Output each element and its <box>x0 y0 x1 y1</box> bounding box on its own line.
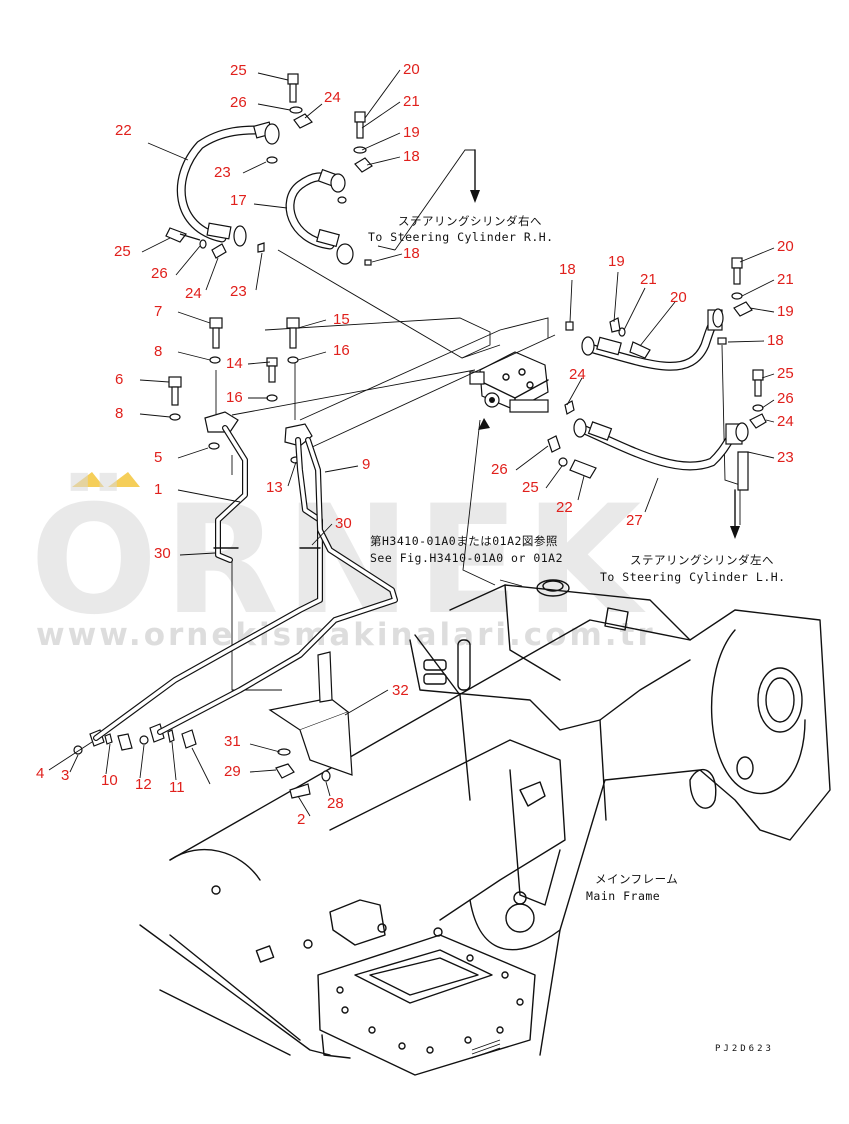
drawing-code: PJ2D623 <box>715 1044 774 1054</box>
callout-26: 26 <box>230 94 247 111</box>
callout-22: 22 <box>115 122 132 139</box>
callout-25: 25 <box>114 243 131 260</box>
callout-8: 8 <box>115 405 123 422</box>
callout-23: 23 <box>230 283 247 300</box>
callout-23: 23 <box>777 449 794 466</box>
callout-23: 23 <box>214 164 231 181</box>
callout-26: 26 <box>151 265 168 282</box>
callout-16: 16 <box>333 342 350 359</box>
callout-23: 24 <box>569 366 586 383</box>
callout-2: 4 <box>36 765 44 782</box>
callout-24: 24 <box>324 89 341 106</box>
callout-19: 19 <box>777 303 794 320</box>
note-main-frame-en: Main Frame <box>586 889 660 903</box>
note-to-rh-jp: ステアリングシリンダ右へ <box>398 214 542 228</box>
note-see-fig-en: See Fig.H3410-01A0 or 01A2 <box>370 551 563 565</box>
callout-28: 2 <box>297 811 305 828</box>
callout-8: 8 <box>154 343 162 360</box>
note-to-lh-en: To Steering Cylinder L.H. <box>600 570 786 584</box>
callout-20: 20 <box>670 289 687 306</box>
callout-29: 28 <box>327 795 344 812</box>
callout-24: 24 <box>777 413 794 430</box>
callout-13: 13 <box>266 479 283 496</box>
notes: ステアリングシリンダ右へ To Steering Cylinder R.H. 第… <box>368 214 786 1054</box>
callout-leaders <box>48 69 775 817</box>
watermark-url: www.ornekismakinalari.com.tr <box>36 617 656 653</box>
callout-31: 29 <box>224 763 241 780</box>
callout-32: 31 <box>224 733 241 750</box>
callout-21: 21 <box>403 93 420 110</box>
callout-3: 10 <box>101 772 118 789</box>
leader-lines <box>215 149 741 691</box>
valve-block <box>469 351 549 413</box>
callout-18: 18 <box>403 245 420 262</box>
callout-26: 26 <box>777 390 794 407</box>
callout-26: 25 <box>522 479 539 496</box>
callout-20: 20 <box>777 238 794 255</box>
callout-19: 19 <box>608 253 625 270</box>
hardware <box>73 73 767 799</box>
callout-21: 21 <box>640 271 657 288</box>
note-see-fig-jp: 第H3410-01A0または01A2図参照 <box>370 534 558 548</box>
callout-25: 25 <box>777 365 794 382</box>
callout-7: 7 <box>154 303 162 320</box>
callout-17: 17 <box>230 192 247 209</box>
callout-5: 5 <box>154 449 162 466</box>
callout-18: 18 <box>559 261 576 278</box>
callout-22: 27 <box>626 512 643 529</box>
callout-19: 19 <box>403 124 420 141</box>
note-main-frame-jp: メインフレーム <box>595 872 678 886</box>
note-to-lh-jp: ステアリングシリンダ左へ <box>630 553 774 567</box>
callout-27: 32 <box>392 682 409 699</box>
callout-30: 30 <box>154 545 171 562</box>
callout-15: 15 <box>333 311 350 328</box>
main-frame <box>139 579 831 1076</box>
callout-1: 1 <box>154 481 162 498</box>
callout-6: 6 <box>115 371 123 388</box>
callout-25: 22 <box>556 499 573 516</box>
callout-9: 9 <box>362 456 370 473</box>
callout-4: 3 <box>61 767 69 784</box>
callout-10: 12 <box>135 776 152 793</box>
callout-14: 14 <box>226 355 243 372</box>
callout-16: 16 <box>226 389 243 406</box>
tubes <box>93 425 398 741</box>
watermark-dot-right <box>108 472 140 487</box>
note-to-rh-en: To Steering Cylinder R.H. <box>368 230 554 244</box>
hose-fittings <box>206 121 749 445</box>
callout-25: 25 <box>230 62 247 79</box>
watermark-dot-left <box>72 472 104 487</box>
callout-24: 26 <box>491 461 508 478</box>
hoses <box>176 125 740 471</box>
callout-24: 24 <box>185 285 202 302</box>
callout-12: 11 <box>169 779 185 796</box>
callout-labels: 25 26 24 20 21 19 18 22 23 17 25 26 24 2… <box>36 61 794 828</box>
callout-20: 20 <box>403 61 420 78</box>
callout-30: 30 <box>335 515 352 532</box>
callout-21: 21 <box>777 271 794 288</box>
callout-18: 18 <box>403 148 420 165</box>
callout-18: 18 <box>767 332 784 349</box>
